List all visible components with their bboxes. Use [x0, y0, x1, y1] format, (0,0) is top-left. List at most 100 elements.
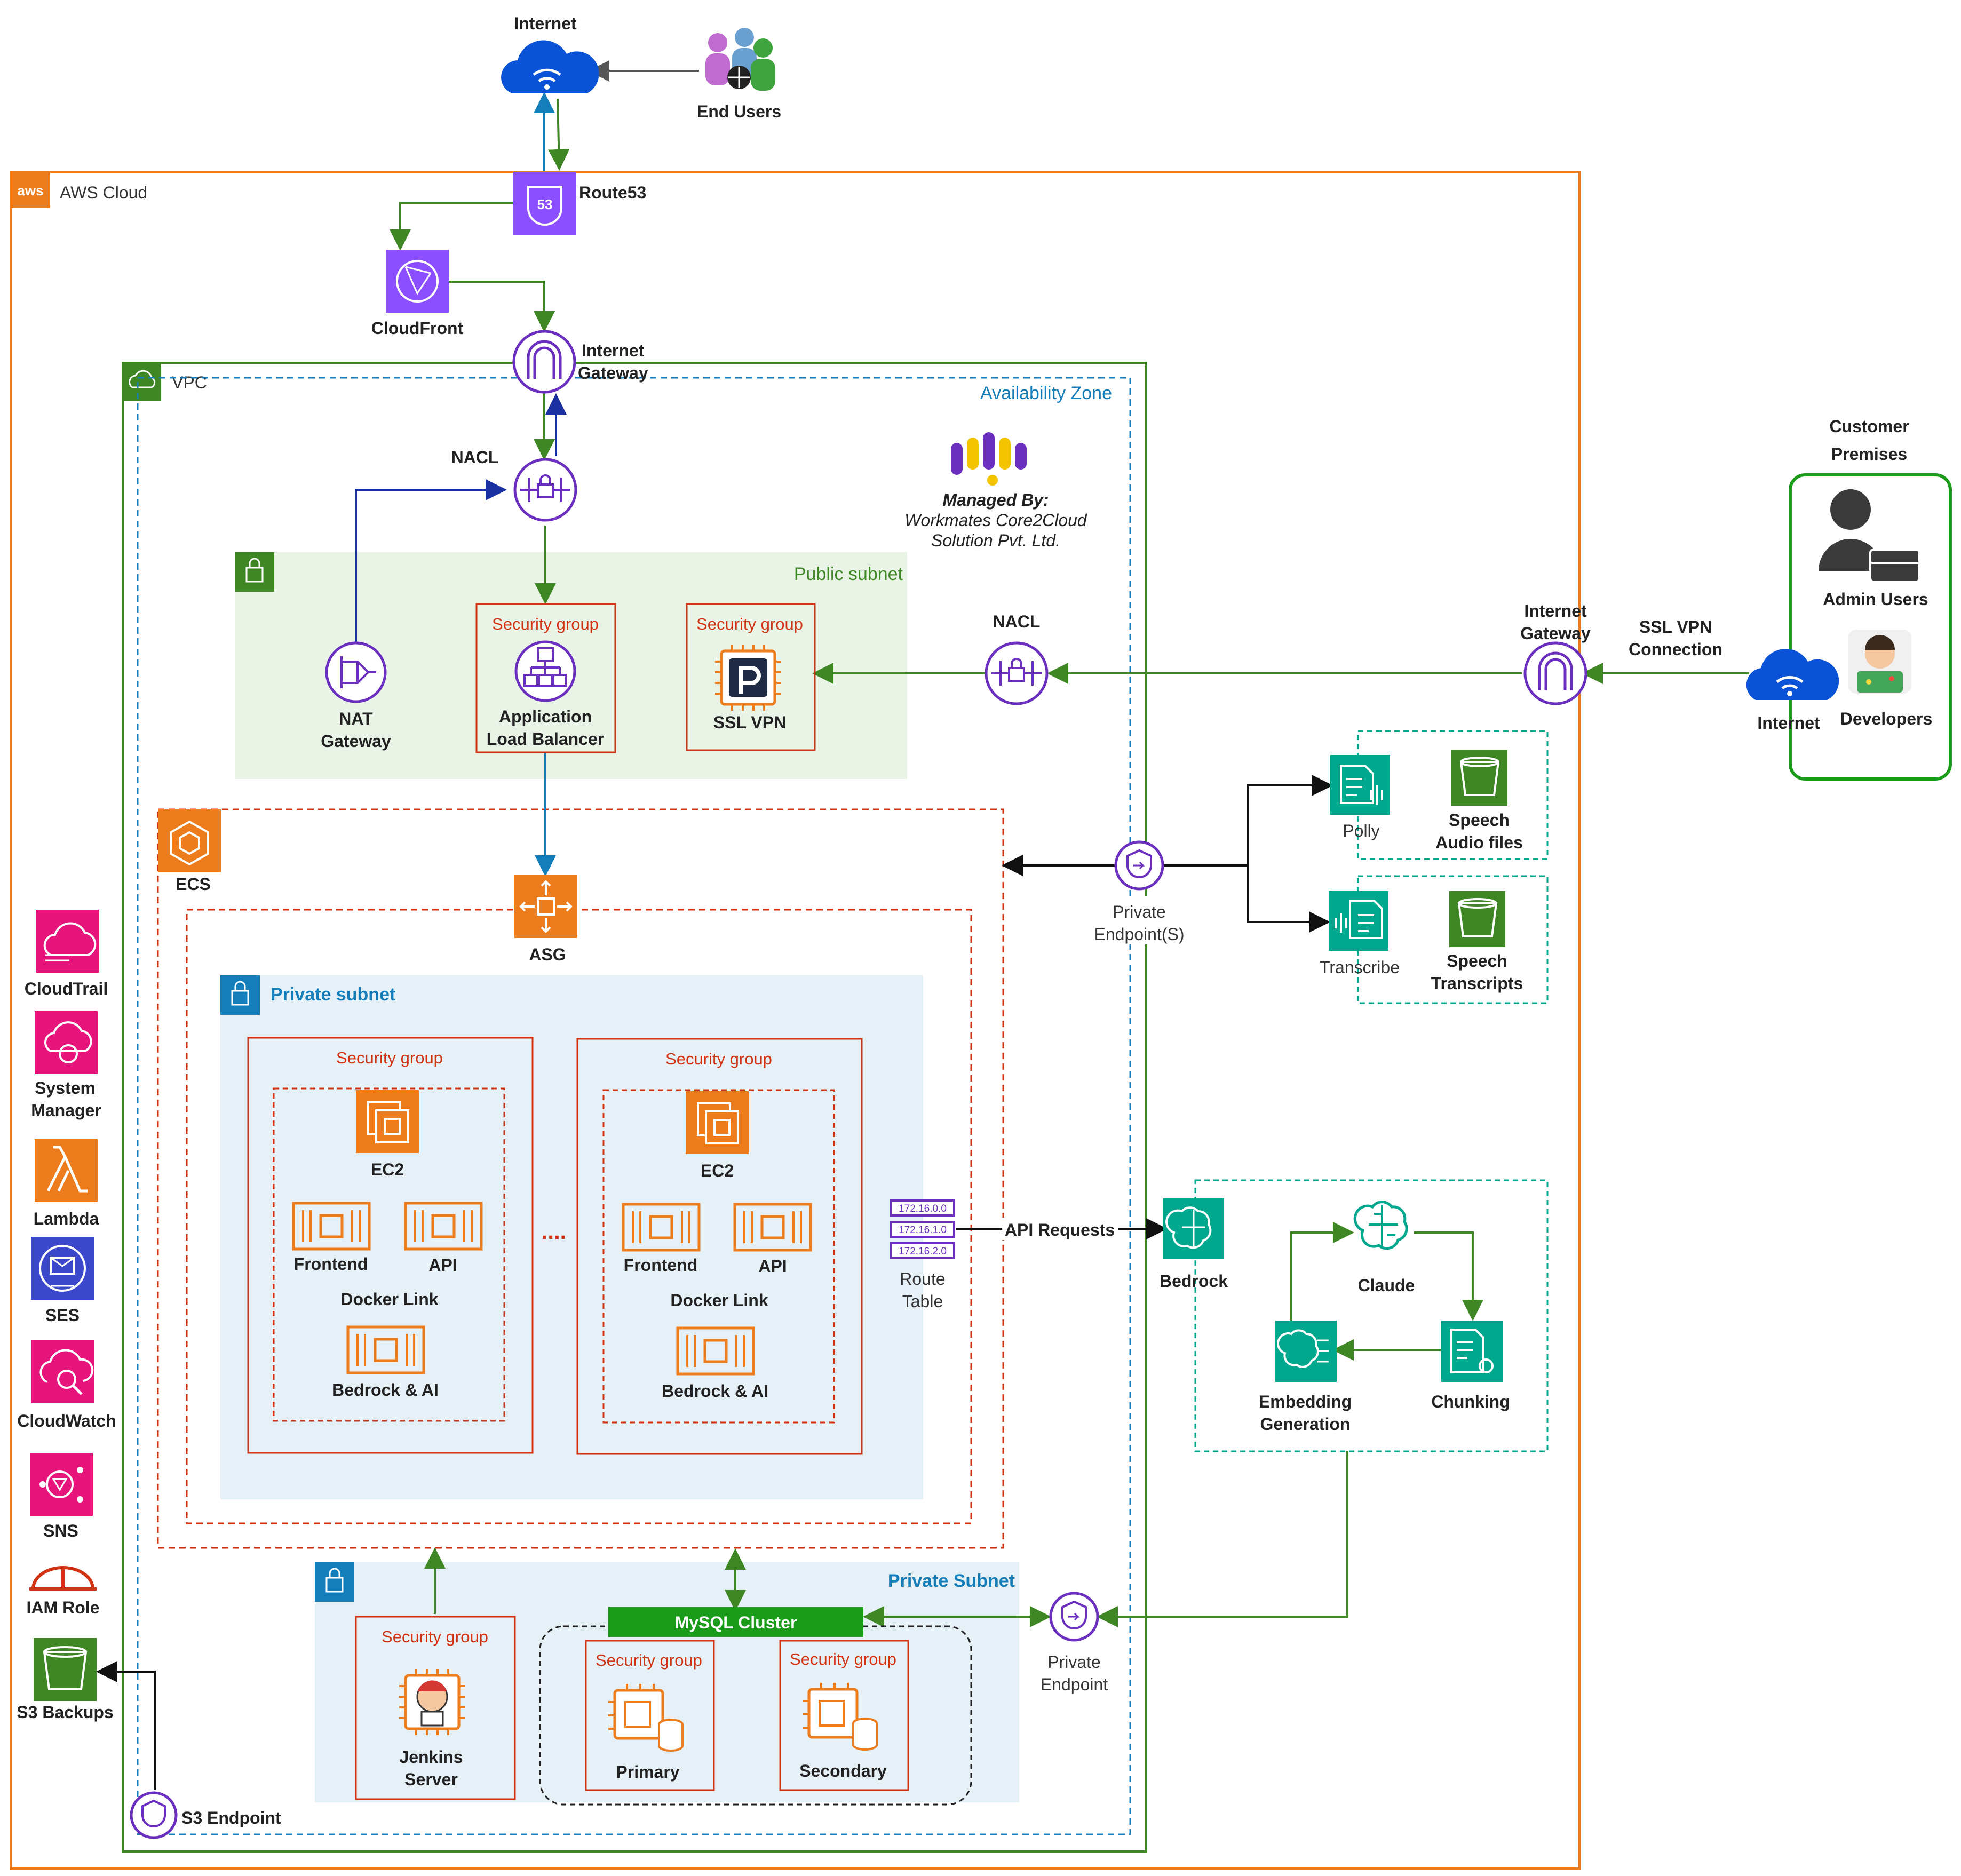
nacl-label: NACL	[451, 448, 499, 467]
transcribe-group	[1357, 875, 1549, 1004]
polly-icon	[1330, 755, 1390, 815]
alb-label-line1: Application	[499, 707, 592, 726]
route-cidr-3: 172.16.2.0	[899, 1246, 947, 1257]
lock-icon	[325, 1577, 344, 1593]
private-endpoint-db-line1: Private	[1047, 1652, 1101, 1672]
api-requests-label: API Requests	[1005, 1220, 1115, 1239]
end-users-label: End Users	[697, 102, 781, 121]
private-subnet-label: Private subnet	[271, 984, 395, 1005]
lambda-label: Lambda	[34, 1209, 99, 1228]
nat-label-line2: Gateway	[321, 732, 391, 751]
managed-by-line2: Solution Pvt. Ltd.	[931, 531, 1060, 550]
speech-transcripts-bucket: Speech Transcripts	[1431, 891, 1523, 993]
s3-endpoint-label: S3 Endpoint	[181, 1808, 281, 1827]
api-container-icon	[404, 1202, 483, 1251]
embedding-line1: Embedding	[1259, 1392, 1352, 1411]
lock-icon	[231, 990, 249, 1006]
chunking-label: Chunking	[1431, 1392, 1510, 1411]
s3-bucket-icon	[1449, 891, 1505, 947]
docker-link-label: Docker Link	[670, 1291, 768, 1310]
polly-group	[1357, 730, 1549, 860]
speech-audio-line2: Audio files	[1435, 833, 1523, 852]
speech-transcripts-line1: Speech	[1447, 951, 1507, 971]
vpc-label: VPC	[172, 373, 207, 392]
lock-icon	[245, 567, 264, 583]
polly: Polly	[1330, 755, 1390, 840]
aws-cloud-group: aws AWS Cloud	[10, 171, 1581, 1870]
ec2-icon	[356, 1090, 419, 1153]
igw-right-line2: Gateway	[1520, 624, 1591, 643]
internet-right-cloud-icon	[1746, 649, 1839, 700]
customer-premises-line2: Premises	[1831, 444, 1907, 464]
claude-label: Claude	[1358, 1276, 1415, 1295]
app-security-group-2: Security group EC2 Frontend API Docker L…	[576, 1038, 863, 1455]
availability-zone-group: Availability Zone	[137, 377, 1131, 1835]
nacl-main: NACL	[451, 448, 577, 522]
embedding-line2: Generation	[1260, 1414, 1351, 1434]
ssl-vpn-sg-label: Security group	[696, 615, 803, 633]
private-endpoints-line1: Private	[1113, 902, 1166, 921]
transcribe-label: Transcribe	[1320, 958, 1400, 977]
systems-manager-line1: System	[35, 1078, 96, 1098]
iam-role: IAM Role	[27, 1566, 100, 1617]
app-sg2-label: Security group	[665, 1050, 772, 1068]
bedrock-ai-container-icon	[346, 1325, 425, 1374]
ssl-vpn-label: SSL VPN	[713, 713, 786, 732]
jenkins-sg-label: Security group	[382, 1627, 488, 1646]
ssl-vpn-security-group: Security group SSL VPN	[686, 603, 816, 751]
route53-label: Route53	[579, 183, 646, 202]
api-label: API	[758, 1257, 787, 1276]
cloudtrail-label: CloudTrail	[25, 979, 108, 998]
jenkins-icon	[399, 1669, 465, 1735]
vpc-group: VPC	[122, 362, 1147, 1853]
asg-group	[186, 909, 972, 1524]
ecs-label: ECS	[176, 875, 211, 894]
connectors	[96, 60, 1749, 1790]
sidebar-services: CloudTrail System Manager Lambda SES Cl	[17, 910, 116, 1722]
lambda-icon	[35, 1139, 98, 1202]
docker-link-label: Docker Link	[340, 1290, 438, 1309]
igw-right-line1: Internet	[1524, 601, 1587, 621]
jenkins-security-group: Security group Jenkins Server	[355, 1616, 516, 1800]
sns-icon	[30, 1453, 93, 1516]
api-container-icon	[733, 1203, 812, 1252]
frontend-container-icon	[292, 1202, 371, 1251]
admin-user-icon	[1819, 489, 1920, 583]
availability-zone-label: Availability Zone	[980, 383, 1112, 403]
end-users: End Users	[697, 28, 781, 121]
cloudfront-label: CloudFront	[371, 319, 464, 338]
claude: Claude	[1353, 1201, 1415, 1295]
frontend-label: Frontend	[624, 1255, 698, 1275]
developers-label: Developers	[1840, 709, 1933, 728]
sns: SNS	[30, 1453, 93, 1540]
db-private-subnet-label: Private Subnet	[888, 1571, 1015, 1591]
customer-premises-group: Customer Premises	[1789, 417, 1952, 781]
s3-backups-label: S3 Backups	[17, 1703, 113, 1722]
claude-brain-icon	[1353, 1201, 1408, 1250]
ssl-connection-line2: Connection	[1629, 640, 1722, 659]
workmates-logo-icon	[951, 432, 1027, 486]
nacl-right-label: NACL	[993, 612, 1041, 631]
primary-sg-label: Security group	[596, 1651, 702, 1670]
s3-endpoint-icon	[130, 1791, 178, 1839]
secondary-label: Secondary	[799, 1761, 887, 1780]
managed-by: Managed By: Workmates Core2Cloud Solutio…	[904, 432, 1087, 550]
jenkins-line1: Jenkins	[399, 1747, 463, 1767]
speech-audio-bucket: Speech Audio files	[1435, 750, 1523, 852]
s3-backups-icon	[34, 1638, 97, 1701]
nat-label-line1: NAT	[339, 709, 373, 728]
mysql-cluster: MySQL Cluster Security group Primary Sec…	[539, 1607, 972, 1806]
developer-icon	[1848, 630, 1911, 694]
internet-cloud-icon	[501, 40, 599, 93]
bedrock: Bedrock	[1160, 1198, 1228, 1291]
systems-manager: System Manager	[31, 1011, 101, 1120]
iam-role-label: IAM Role	[27, 1598, 100, 1617]
chunking: Chunking	[1431, 1321, 1510, 1411]
bedrock-label: Bedrock	[1160, 1271, 1228, 1291]
internet-top-label: Internet	[514, 14, 577, 33]
internet-top: Internet	[501, 14, 599, 93]
asg: ASG	[514, 875, 577, 964]
frontend-container-icon	[622, 1203, 701, 1252]
